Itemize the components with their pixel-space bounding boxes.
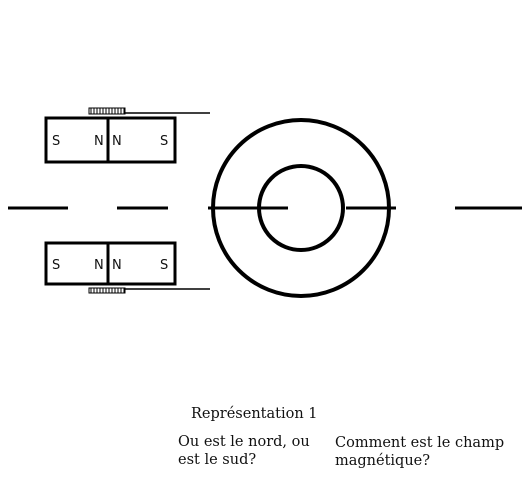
top-left-magnet-right-pole: N (94, 134, 104, 149)
bottom-magnet-frame (44, 241, 177, 286)
outer-ring (211, 118, 391, 298)
top-coil (88, 107, 126, 115)
bottom-magnet-assembly: S N N S (44, 241, 210, 294)
question-magnetic-field: Comment est le champ magnétique? (335, 435, 505, 469)
bottom-left-magnet-right-pole: N (94, 258, 104, 273)
top-left-magnet-left-pole: S (52, 134, 60, 149)
bottom-left-magnet-left-pole: S (52, 258, 60, 273)
top-right-magnet-left-pole: N (112, 134, 122, 149)
bottom-coil (88, 287, 126, 294)
question-north-south: Ou est le nord, ou est le sud? (178, 434, 310, 468)
caption-title: Représentation 1 (191, 406, 318, 422)
top-magnet-frame (44, 116, 177, 164)
top-magnet-assembly: S N N S (44, 107, 210, 164)
inner-ring (257, 164, 345, 252)
bottom-right-magnet-left-pole: N (112, 258, 122, 273)
top-right-magnet-right-pole: S (160, 134, 168, 149)
bottom-right-magnet-right-pole: S (160, 258, 168, 273)
